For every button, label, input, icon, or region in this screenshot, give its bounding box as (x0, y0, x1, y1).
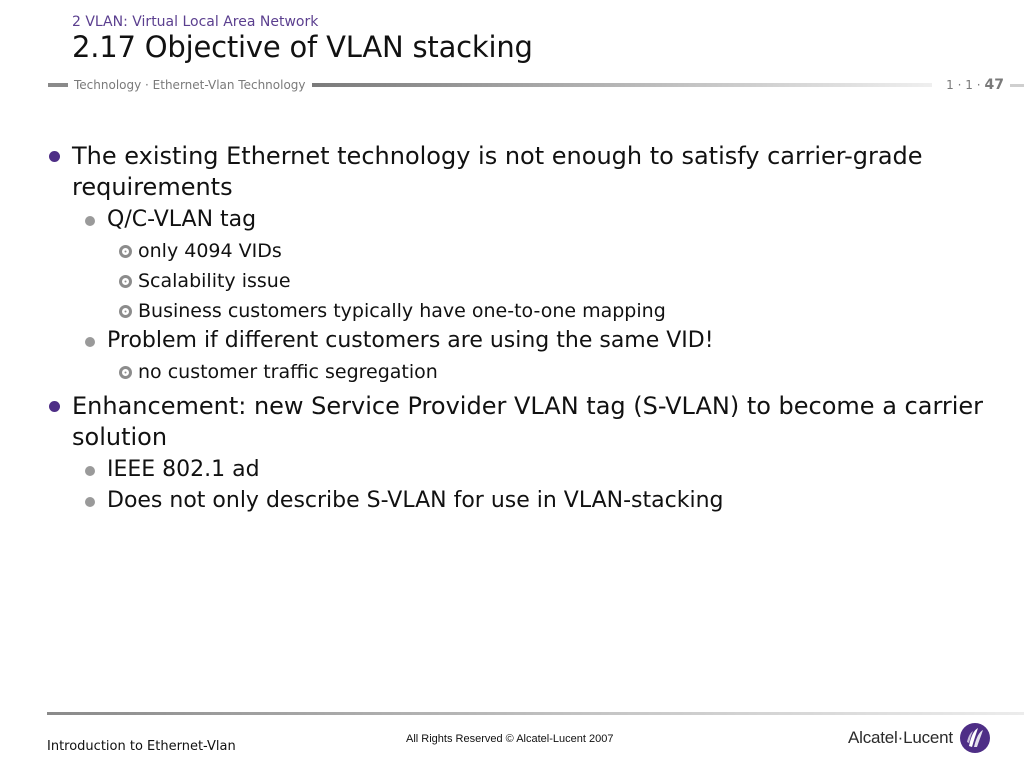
bullet-ring-icon (119, 305, 132, 318)
page-prefix: 1 · 1 · (946, 78, 981, 92)
chapter-label: 2 VLAN: Virtual Local Area Network (72, 14, 319, 30)
footer-divider (47, 712, 1024, 715)
header-bar-line (311, 83, 933, 87)
page-title: 2.17 Objective of VLAN stacking (72, 30, 533, 64)
bullet-level3: only 4094 VIDs (48, 238, 988, 264)
slide-content: The existing Ethernet technology is not … (48, 141, 988, 518)
bullet-dot-icon (49, 401, 60, 412)
bullet-text: Enhancement: new Service Provider VLAN t… (72, 392, 984, 451)
footer-course-title: Introduction to Ethernet-Vlan (47, 739, 236, 754)
bullet-level2: Q/C-VLAN tag (48, 206, 988, 234)
course-path: Technology · Ethernet-Vlan Technology (74, 78, 306, 92)
bullet-level1: Enhancement: new Service Provider VLAN t… (48, 391, 988, 453)
bullet-text: only 4094 VIDs (138, 240, 282, 262)
bullet-level1: The existing Ethernet technology is not … (48, 141, 988, 203)
bullet-level3: no customer traffic segregation (48, 359, 988, 385)
bullet-ring-icon (119, 245, 132, 258)
bullet-text: The existing Ethernet technology is not … (72, 142, 923, 201)
bullet-ring-icon (119, 366, 132, 379)
bullet-text: Does not only describe S-VLAN for use in… (107, 488, 724, 513)
bullet-dot-icon (85, 497, 95, 507)
bullet-dot-icon (85, 337, 95, 347)
alcatel-lucent-swirl-icon (959, 723, 990, 753)
bullet-level3: Business customers typically have one-to… (48, 298, 988, 324)
bullet-text: IEEE 802.1 ad (107, 457, 260, 482)
bullet-level2: IEEE 802.1 ad (48, 456, 988, 484)
bullet-level2: Does not only describe S-VLAN for use in… (48, 487, 988, 515)
bullet-ring-icon (119, 275, 132, 288)
bullet-text: no customer traffic segregation (138, 361, 438, 383)
alcatel-lucent-logo: Alcatel·Lucent (848, 722, 991, 754)
bullet-text: Scalability issue (138, 270, 291, 292)
bullet-level3: Scalability issue (48, 268, 988, 294)
bullet-text: Business customers typically have one-to… (138, 300, 666, 322)
bullet-dot-icon (49, 151, 60, 162)
logo-text: Alcatel·Lucent (848, 728, 953, 747)
header-bar: Technology · Ethernet-Vlan Technology 1 … (48, 76, 1024, 94)
bullet-dot-icon (85, 466, 95, 476)
bullet-dot-icon (85, 216, 95, 226)
header-bar-right-segment (1010, 83, 1024, 87)
header-bar-left-segment (48, 83, 68, 87)
page-number: 47 (984, 77, 1004, 93)
footer-copyright: All Rights Reserved © Alcatel-Lucent 200… (406, 733, 614, 745)
bullet-text: Problem if different customers are using… (107, 328, 714, 353)
bullet-level2: Problem if different customers are using… (48, 327, 988, 355)
bullet-text: Q/C-VLAN tag (107, 207, 257, 232)
